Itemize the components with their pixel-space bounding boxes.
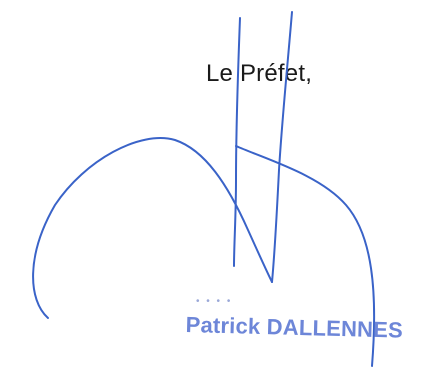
signatory-title: Le Préfet, <box>206 60 313 87</box>
stamp-dots: • • • • <box>196 296 233 307</box>
